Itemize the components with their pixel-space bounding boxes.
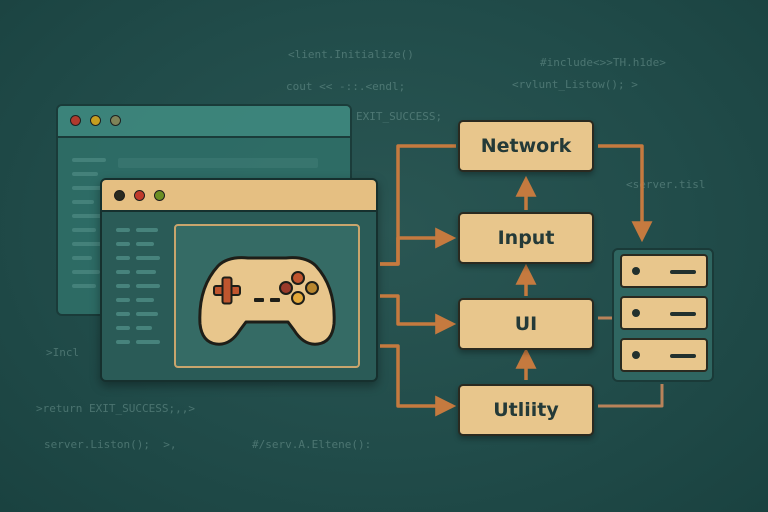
server-unit — [620, 254, 708, 288]
code-text: >return EXIT_SUCCESS;,,> — [36, 402, 195, 415]
server-led-icon — [632, 351, 640, 359]
code-line — [116, 270, 130, 274]
server-slot — [670, 354, 696, 358]
server-unit — [620, 338, 708, 372]
server-led-icon — [632, 309, 640, 317]
code-text: <server.tisl — [626, 178, 706, 191]
code-text: EXIT_SUCCESS; — [356, 110, 443, 123]
code-line — [116, 312, 130, 316]
code-line — [136, 326, 152, 330]
back-window-titlebar — [58, 106, 350, 138]
input-label: Input — [497, 227, 555, 249]
code-line — [116, 228, 130, 232]
front-window — [100, 178, 378, 382]
code-text: #include<>>TH.h1de> — [540, 56, 666, 69]
code-line — [136, 284, 160, 288]
game-viewport — [174, 224, 360, 368]
server-slot — [670, 270, 696, 274]
code-line — [136, 312, 158, 316]
code-line — [116, 284, 130, 288]
arrow-window-to-utility — [380, 344, 457, 417]
code-text: #/serv.A.Eltene(): — [252, 438, 372, 451]
code-line — [72, 158, 106, 162]
code-text: <lient.Initialize() — [288, 48, 414, 61]
code-line — [72, 270, 100, 274]
maximize-dot-icon — [110, 115, 121, 126]
front-window-titlebar — [102, 180, 376, 212]
connector-utility-to-server — [598, 384, 664, 408]
network-module: Network — [458, 120, 594, 172]
code-line — [136, 242, 154, 246]
code-text: server.Liston(); >, — [44, 438, 177, 451]
utility-module: Utliity — [458, 384, 594, 436]
ui-label: UI — [514, 313, 538, 335]
code-line — [72, 242, 102, 246]
arrow-network-to-server — [598, 144, 653, 243]
minimize-dot-icon — [134, 190, 145, 201]
code-line — [72, 200, 94, 204]
server-led-icon — [632, 267, 640, 275]
arrow-window-to-ui — [380, 294, 457, 335]
minimize-dot-icon — [90, 115, 101, 126]
input-module: Input — [458, 212, 594, 264]
code-line — [116, 340, 130, 344]
utility-label: Utliity — [493, 399, 559, 421]
code-line — [116, 242, 130, 246]
code-text: cout << -::.<endl; — [286, 80, 406, 93]
code-line — [116, 298, 130, 302]
server-unit — [620, 296, 708, 330]
code-line — [116, 326, 130, 330]
code-line — [136, 270, 156, 274]
ui-module: UI — [458, 298, 594, 350]
code-line — [72, 284, 96, 288]
code-line — [72, 186, 102, 190]
server-stack-icon — [612, 248, 714, 382]
code-text: >Incl — [46, 346, 80, 359]
code-text: <rvlunt_Listow(); > — [512, 78, 638, 91]
arrow-window-to-input — [380, 227, 457, 266]
gamepad-icon — [198, 256, 336, 346]
code-line — [118, 158, 318, 168]
maximize-dot-icon — [154, 190, 165, 201]
code-line — [136, 256, 160, 260]
arrow-window-to-network — [380, 144, 456, 266]
code-line — [136, 228, 158, 232]
code-line — [72, 214, 104, 218]
close-dot-icon — [70, 115, 81, 126]
code-line — [72, 256, 92, 260]
server-slot — [670, 312, 696, 316]
network-label: Network — [480, 135, 572, 157]
code-line — [136, 298, 154, 302]
code-line — [72, 172, 98, 176]
code-line — [72, 228, 96, 232]
close-dot-icon — [114, 190, 125, 201]
code-line — [136, 340, 160, 344]
code-line — [116, 256, 130, 260]
